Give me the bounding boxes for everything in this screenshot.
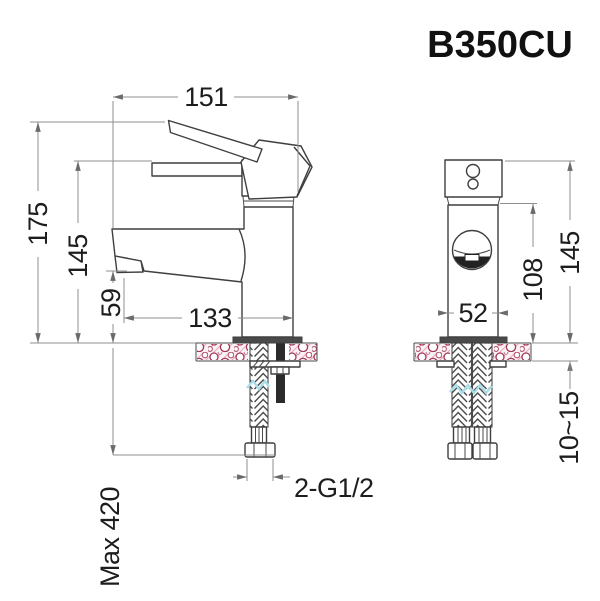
dim-52-label: 52 — [458, 298, 487, 328]
hose-break-mark — [246, 378, 270, 391]
aerator-notch — [464, 254, 480, 262]
handle-knob-facet — [293, 146, 311, 197]
dim-max420-label: Max 420 — [95, 487, 125, 587]
dim-10-15-label: 10~15 — [554, 391, 584, 464]
dim-side-total-height: 145 — [505, 160, 585, 343]
dim-total-height: 175 — [23, 121, 165, 343]
washer-tab-right — [489, 360, 507, 368]
hose-hex-nut — [244, 442, 276, 458]
dim-175-label: 175 — [23, 202, 53, 246]
side-view: 108 145 52 10~15 — [413, 159, 585, 465]
front-mounting-hardware — [249, 343, 301, 403]
braided-hose-right — [471, 342, 493, 428]
countertop-hatch-right — [289, 344, 317, 360]
indicator-dot-bottom — [467, 178, 479, 190]
countertop-hatch-left — [415, 344, 450, 360]
spout-blend-curve — [238, 228, 246, 282]
side-neck — [446, 196, 501, 206]
spout-aerator — [114, 255, 144, 274]
dim-body-height: 145 — [63, 160, 152, 343]
dim-145-side-label: 145 — [555, 231, 585, 275]
washer-tab-left — [436, 360, 455, 368]
dim-spout-reach: 133 — [123, 278, 293, 333]
dim-thread-label: 2-G1/2 — [294, 473, 374, 503]
dim-body-width: 52 — [438, 298, 508, 328]
dim-thread: 2-G1/2 — [233, 459, 374, 503]
side-supply-hoses — [436, 342, 507, 460]
front-view: 151 175 145 59 — [23, 82, 374, 587]
front-faucet-body — [111, 195, 295, 338]
hose-break-mark — [449, 383, 493, 395]
dim-max-hose-length: Max 420 — [95, 348, 276, 587]
handle-arm — [151, 162, 243, 177]
side-base-plate — [439, 336, 508, 344]
front-handle — [151, 119, 313, 200]
braided-hose — [249, 342, 269, 428]
hose-hex-nut-right — [472, 442, 498, 460]
dim-145-front-label: 145 — [63, 234, 93, 278]
model-number: B350CU — [427, 24, 573, 66]
dim-151-label: 151 — [184, 82, 228, 112]
handle-lever — [167, 119, 263, 163]
front-base-plate — [232, 336, 303, 344]
stud-nut — [270, 366, 290, 375]
dim-133-label: 133 — [188, 303, 232, 333]
dim-counter-thickness: 10~15 — [532, 324, 584, 465]
dim-overall-width: 151 — [112, 82, 299, 228]
front-neck — [242, 195, 295, 208]
countertop-hatch-right — [492, 344, 530, 360]
dim-59-label: 59 — [96, 288, 126, 317]
side-faucet-body — [444, 159, 503, 338]
hose-hex-nut-left — [447, 442, 473, 460]
spout-outlet-dark-band — [453, 256, 491, 269]
dim-shoulder-height: 108 — [500, 203, 548, 343]
countertop-hatch-left — [197, 344, 248, 360]
indicator-dot-top — [465, 163, 481, 179]
dim-108-label: 108 — [518, 258, 548, 302]
dim-spout-height: 59 — [96, 270, 127, 343]
front-supply-hose — [244, 342, 276, 458]
